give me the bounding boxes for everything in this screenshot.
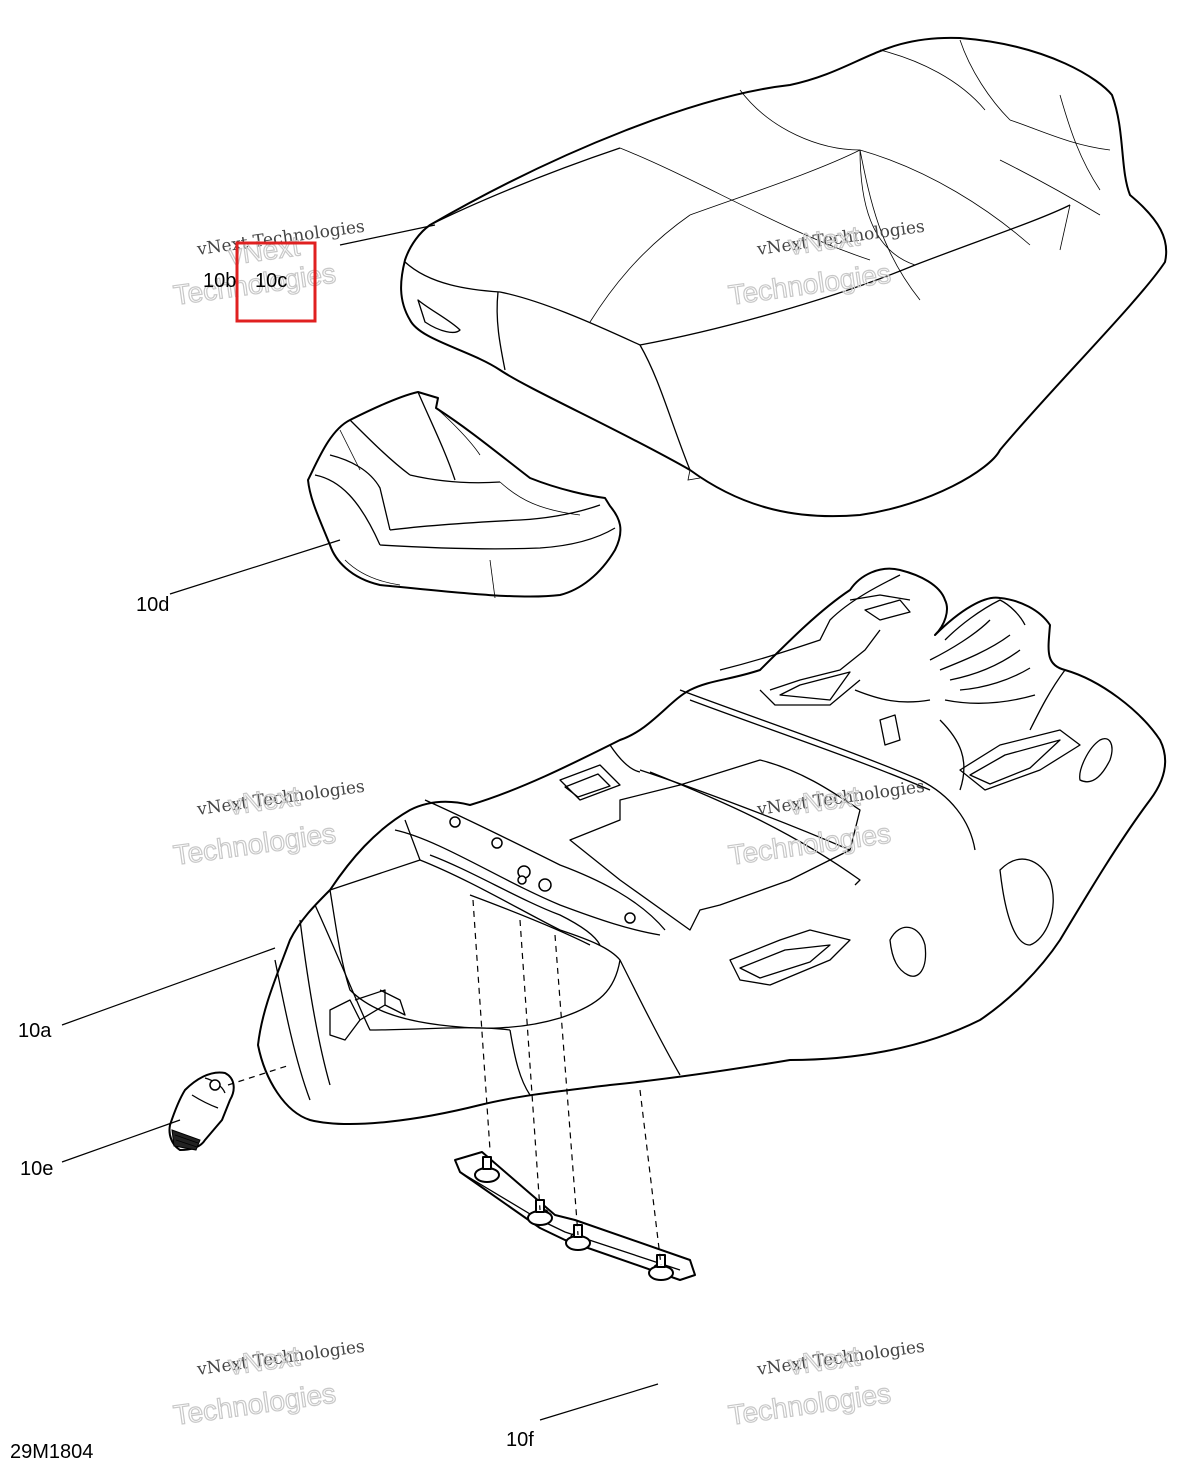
svg-text:Technologies: Technologies (172, 1377, 338, 1430)
highlight-box (235, 241, 317, 323)
seat-base-drawing (257, 567, 1167, 1126)
fastener-drawing-4 (648, 1254, 674, 1281)
leader-lines (61, 224, 659, 1421)
label-10a[interactable]: 10a (18, 1020, 52, 1042)
watermark-mid-left: vNext Technologies vNext Technologies (171, 777, 366, 872)
label-10d[interactable]: 10d (136, 594, 169, 616)
fastener-drawing-3 (565, 1224, 591, 1251)
latch-drawing (168, 1071, 235, 1151)
fastener-drawing-1 (474, 1156, 500, 1183)
label-10b[interactable]: 10b (203, 270, 236, 292)
svg-text:vNext: vNext (787, 1340, 862, 1381)
watermark-top-left: vNext Technologies vNext Technologies (171, 217, 366, 312)
diagram-id: 29M1804 (10, 1441, 93, 1463)
svg-text:Technologies: Technologies (172, 817, 338, 870)
svg-text:Technologies: Technologies (727, 1377, 893, 1430)
label-10e[interactable]: 10e (20, 1158, 53, 1180)
label-10c[interactable]: 10c (255, 270, 287, 292)
watermark-bottom-left: vNext Technologies vNext Technologies (171, 1337, 366, 1432)
label-10f[interactable]: 10f (506, 1429, 534, 1451)
assembly-lines (227, 899, 662, 1266)
watermark-bottom-right: vNext Technologies vNext Technologies (726, 1337, 926, 1432)
svg-text:vNext: vNext (227, 1340, 302, 1381)
svg-text:vNext: vNext (227, 780, 302, 821)
seat-cover-drawing (400, 36, 1168, 518)
rear-seat-panel-drawing (307, 391, 622, 599)
